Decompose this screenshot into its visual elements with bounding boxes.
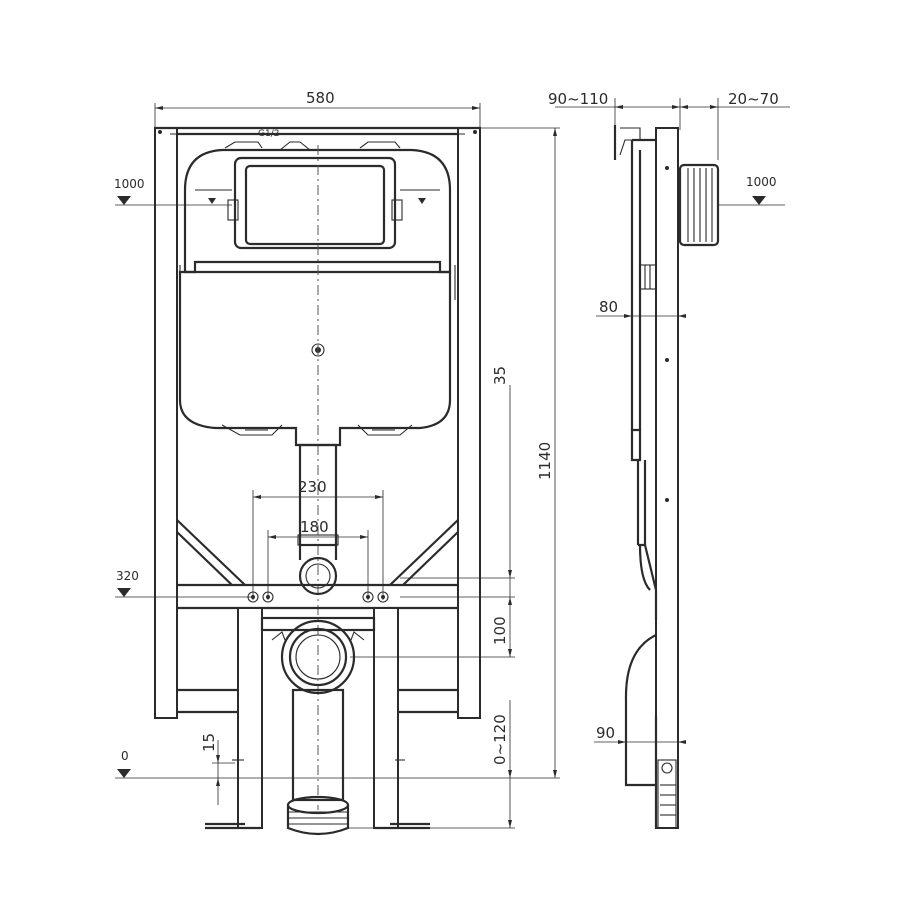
front-view: 580 G1/2	[114, 89, 560, 836]
waste-outlet	[260, 616, 376, 836]
inner-bolt-label: 180	[300, 518, 329, 536]
right-vertical-dims: 1140 35 100 0~120	[345, 127, 560, 829]
side-80-dim: 80	[596, 298, 686, 318]
left-level-marks: 1000 320 0	[114, 177, 560, 779]
width-label: 580	[306, 89, 335, 107]
depth-range-label: 90~110	[548, 90, 608, 108]
flush-pipe	[297, 443, 339, 596]
outlet-height-label: 320	[116, 569, 139, 583]
foot-offset-dim: 15	[200, 733, 235, 805]
foot-offset-label: 15	[200, 733, 218, 752]
frame-uprights	[154, 126, 481, 719]
total-height-label: 1140	[536, 442, 554, 480]
cistern-tank: G1/2	[178, 129, 456, 447]
bottom-depth-label: 90	[596, 724, 615, 742]
adjust-range-label: 0~120	[491, 714, 509, 765]
side-frame-profile	[613, 125, 679, 829]
side-90-dim: 90	[594, 724, 686, 744]
top-offset-label: 35	[491, 366, 509, 385]
wall-range-label: 20~70	[728, 90, 779, 108]
inlet-label: G1/2	[258, 129, 279, 139]
bolt-to-outlet-label: 100	[491, 616, 509, 645]
diagonal-braces	[176, 519, 459, 586]
flush-height-right-label: 1000	[746, 175, 777, 189]
floor-level-label: 0	[121, 749, 129, 763]
bolt-spacing-dims: 230 180	[252, 478, 384, 600]
width-dimension: 580	[154, 89, 481, 128]
side-frame-depth-label: 80	[599, 298, 618, 316]
flush-plate-opening	[227, 156, 403, 250]
outer-bolt-label: 230	[298, 478, 327, 496]
side-top-dims: 90~110 20~70	[548, 90, 790, 160]
side-view: 90~110 20~70	[548, 90, 790, 829]
flush-height-left-label: 1000	[114, 177, 145, 191]
right-level-mark: 1000	[718, 175, 785, 206]
flush-actuator-ring	[678, 163, 720, 247]
